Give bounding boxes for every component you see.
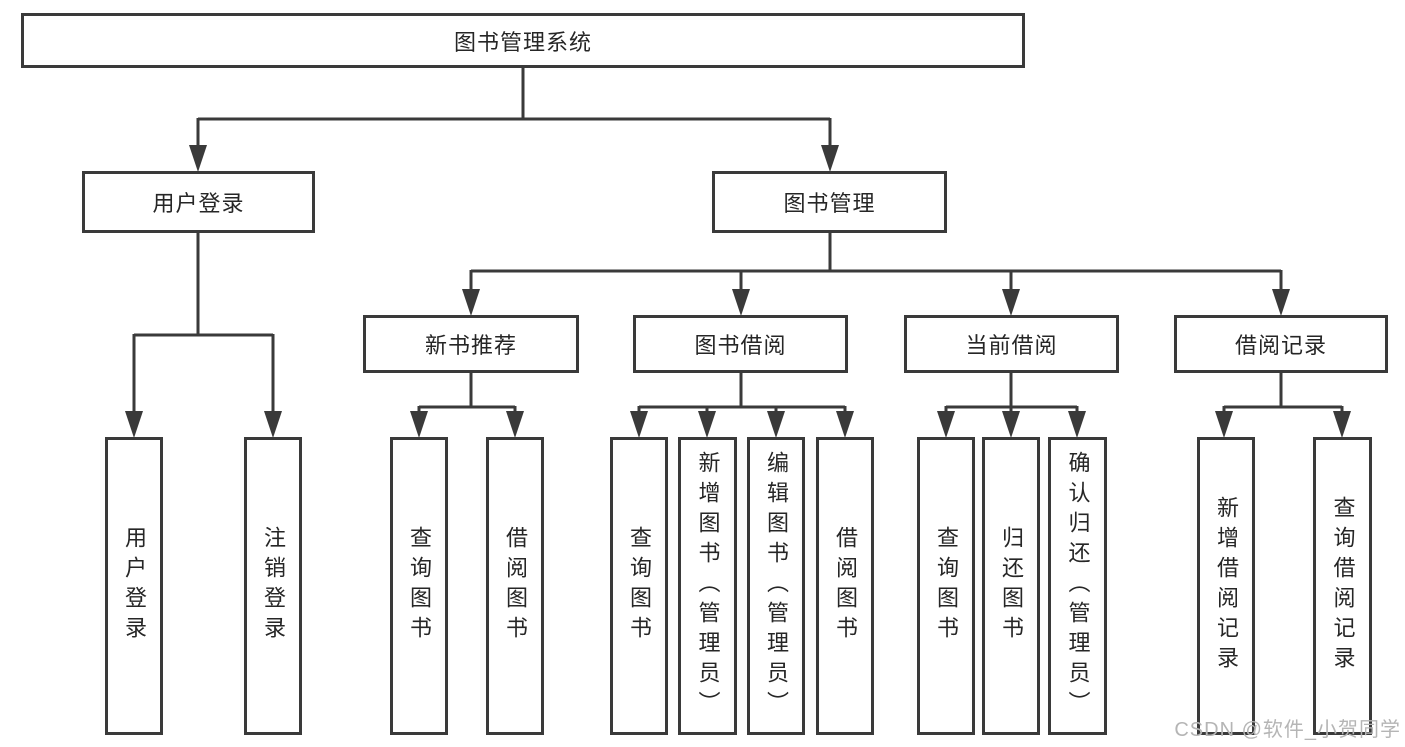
leaf-query-books-recommend: 查询图书: [390, 437, 448, 735]
node-label: 新增图书（管理员）: [695, 451, 721, 721]
leaf-borrow-books-recommend: 借阅图书: [486, 437, 544, 735]
leaf-add-books-admin: 新增图书（管理员）: [678, 437, 737, 735]
leaf-borrow-books: 借阅图书: [816, 437, 874, 735]
arrowheads: [125, 145, 1351, 438]
node-book-borrowing: 图书借阅: [633, 315, 848, 373]
leaf-return-books: 归还图书: [982, 437, 1040, 735]
node-label: 借阅图书: [503, 526, 528, 646]
node-label: 当前借阅: [965, 333, 1058, 358]
leaf-query-borrow-record: 查询借阅记录: [1313, 437, 1372, 735]
node-borrowing-records: 借阅记录: [1174, 315, 1388, 373]
node-label: 确认归还（管理员）: [1065, 451, 1091, 721]
leaf-confirm-return-admin: 确认归还（管理员）: [1048, 437, 1107, 735]
leaf-query-books-borrowing: 查询图书: [610, 437, 668, 735]
node-label: 图书管理: [783, 191, 876, 216]
node-label: 用户登录: [122, 526, 147, 646]
node-label: 归还图书: [999, 526, 1024, 646]
node-new-book-recommendation: 新书推荐: [363, 315, 579, 373]
node-label: 查询图书: [407, 526, 432, 646]
node-book-management: 图书管理: [712, 171, 947, 233]
node-label: 新书推荐: [424, 333, 517, 358]
leaf-query-books-current: 查询图书: [917, 437, 975, 735]
leaf-logout: 注销登录: [244, 437, 302, 735]
node-label: 查询图书: [627, 526, 652, 646]
node-label: 查询借阅记录: [1330, 496, 1356, 676]
node-label: 编辑图书（管理员）: [764, 451, 789, 721]
node-label: 借阅记录: [1234, 333, 1327, 358]
node-label: 查询图书: [934, 526, 959, 646]
node-label: 借阅图书: [833, 526, 858, 646]
node-label: 图书管理系统: [453, 29, 592, 55]
node-label: 注销登录: [261, 526, 286, 646]
node-label: 用户登录: [152, 191, 245, 216]
node-user-login: 用户登录: [82, 171, 315, 233]
leaf-user-login: 用户登录: [105, 437, 163, 735]
node-library-management-system: 图书管理系统: [21, 13, 1025, 68]
node-current-borrowing: 当前借阅: [904, 315, 1119, 373]
node-label: 新增借阅记录: [1214, 496, 1239, 676]
leaf-add-borrow-record: 新增借阅记录: [1197, 437, 1255, 735]
csdn-watermark: CSDN @软件_小贺同学: [1174, 719, 1401, 741]
leaf-edit-books-admin: 编辑图书（管理员）: [747, 437, 805, 735]
node-label: 图书借阅: [694, 333, 787, 358]
